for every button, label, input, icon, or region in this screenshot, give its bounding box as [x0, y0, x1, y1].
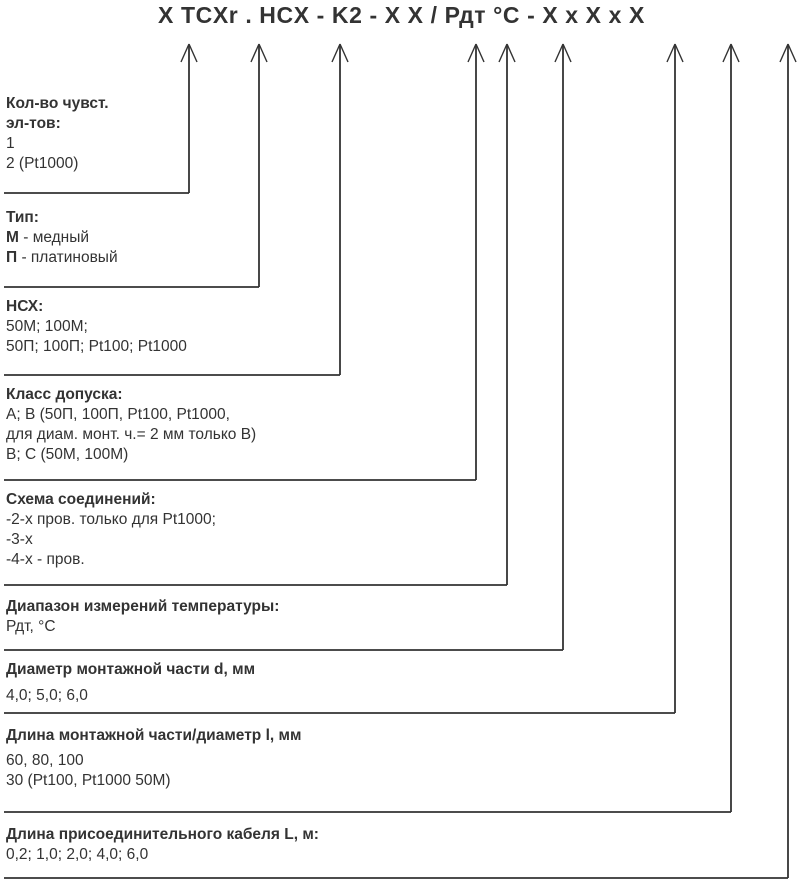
- designation-formula: X TCXr . HCX - K2 - X X / Рдт °C - X x X…: [158, 2, 645, 28]
- block-temperature-range-option: Рдт, °C: [6, 618, 56, 635]
- block-wiring-scheme-option: -3-х: [6, 531, 33, 548]
- block-type: Тип: М - медный П - платиновый: [6, 208, 118, 268]
- block-cable-length: Длина присоединительного кабеля L, м: 0,…: [6, 825, 319, 865]
- block-sensing-elements-heading-2: эл-тов:: [6, 115, 61, 132]
- block-sensing-elements-option: 1: [6, 135, 15, 152]
- block-tolerance-class-option: В; С (50М, 100М): [6, 446, 129, 463]
- block-sensing-elements-option: 2 (Pt1000): [6, 155, 79, 172]
- block-sensing-elements: Кол-во чувст. эл-тов: 1 2 (Pt1000): [6, 94, 109, 174]
- block-mounting-length-option: 60, 80, 100: [6, 752, 84, 769]
- block-mounting-diameter: Диаметр монтажной части d, мм 4,0; 5,0; …: [6, 660, 255, 706]
- block-mounting-length-heading: Длина монтажной части/диаметр l, мм: [6, 727, 302, 744]
- block-sensing-elements-heading: Кол-во чувст.: [6, 95, 109, 112]
- block-tolerance-class-heading: Класс допуска:: [6, 386, 123, 403]
- block-wiring-scheme-heading: Схема соединений:: [6, 491, 156, 508]
- block-nsx: НСХ: 50М; 100М; 50П; 100П; Pt100; Pt1000: [6, 297, 187, 357]
- block-type-option: П - платиновый: [6, 248, 118, 268]
- block-wiring-scheme-option: -4-х - пров.: [6, 551, 85, 568]
- block-mounting-diameter-option: 4,0; 5,0; 6,0: [6, 687, 88, 704]
- block-type-option-code: М: [6, 229, 19, 246]
- block-type-heading: Тип:: [6, 209, 39, 226]
- block-nsx-option: 50М; 100М;: [6, 318, 88, 335]
- block-type-option-text: - медный: [18, 229, 90, 246]
- block-cable-length-option: 0,2; 1,0; 2,0; 4,0; 6,0: [6, 846, 149, 863]
- block-mounting-diameter-heading: Диаметр монтажной части d, мм: [6, 661, 256, 678]
- block-tolerance-class: Класс допуска: А; В (50П, 100П, Pt100, P…: [6, 385, 256, 465]
- block-nsx-option: 50П; 100П; Pt100; Pt1000: [6, 338, 187, 355]
- block-type-option-text: - платиновый: [17, 249, 118, 266]
- block-mounting-length-option: 30 (Pt100, Pt1000 50М): [6, 772, 171, 789]
- block-type-option: М - медный: [6, 228, 118, 248]
- block-cable-length-heading: Длина присоединительного кабеля L, м:: [6, 826, 319, 843]
- block-mounting-length: Длина монтажной части/диаметр l, мм 60, …: [6, 726, 301, 791]
- block-wiring-scheme: Схема соединений: -2-х пров. только для …: [6, 490, 216, 570]
- block-type-option-code: П: [6, 249, 18, 266]
- block-nsx-heading: НСХ:: [6, 298, 44, 315]
- block-tolerance-class-option: для диам. монт. ч.= 2 мм только В): [6, 426, 257, 443]
- block-wiring-scheme-option: -2-х пров. только для Pt1000;: [6, 511, 216, 528]
- block-temperature-range-heading: Диапазон измерений температуры:: [6, 598, 280, 615]
- block-temperature-range: Диапазон измерений температуры: Рдт, °C: [6, 597, 279, 637]
- block-tolerance-class-option: А; В (50П, 100П, Pt100, Pt1000,: [6, 406, 230, 423]
